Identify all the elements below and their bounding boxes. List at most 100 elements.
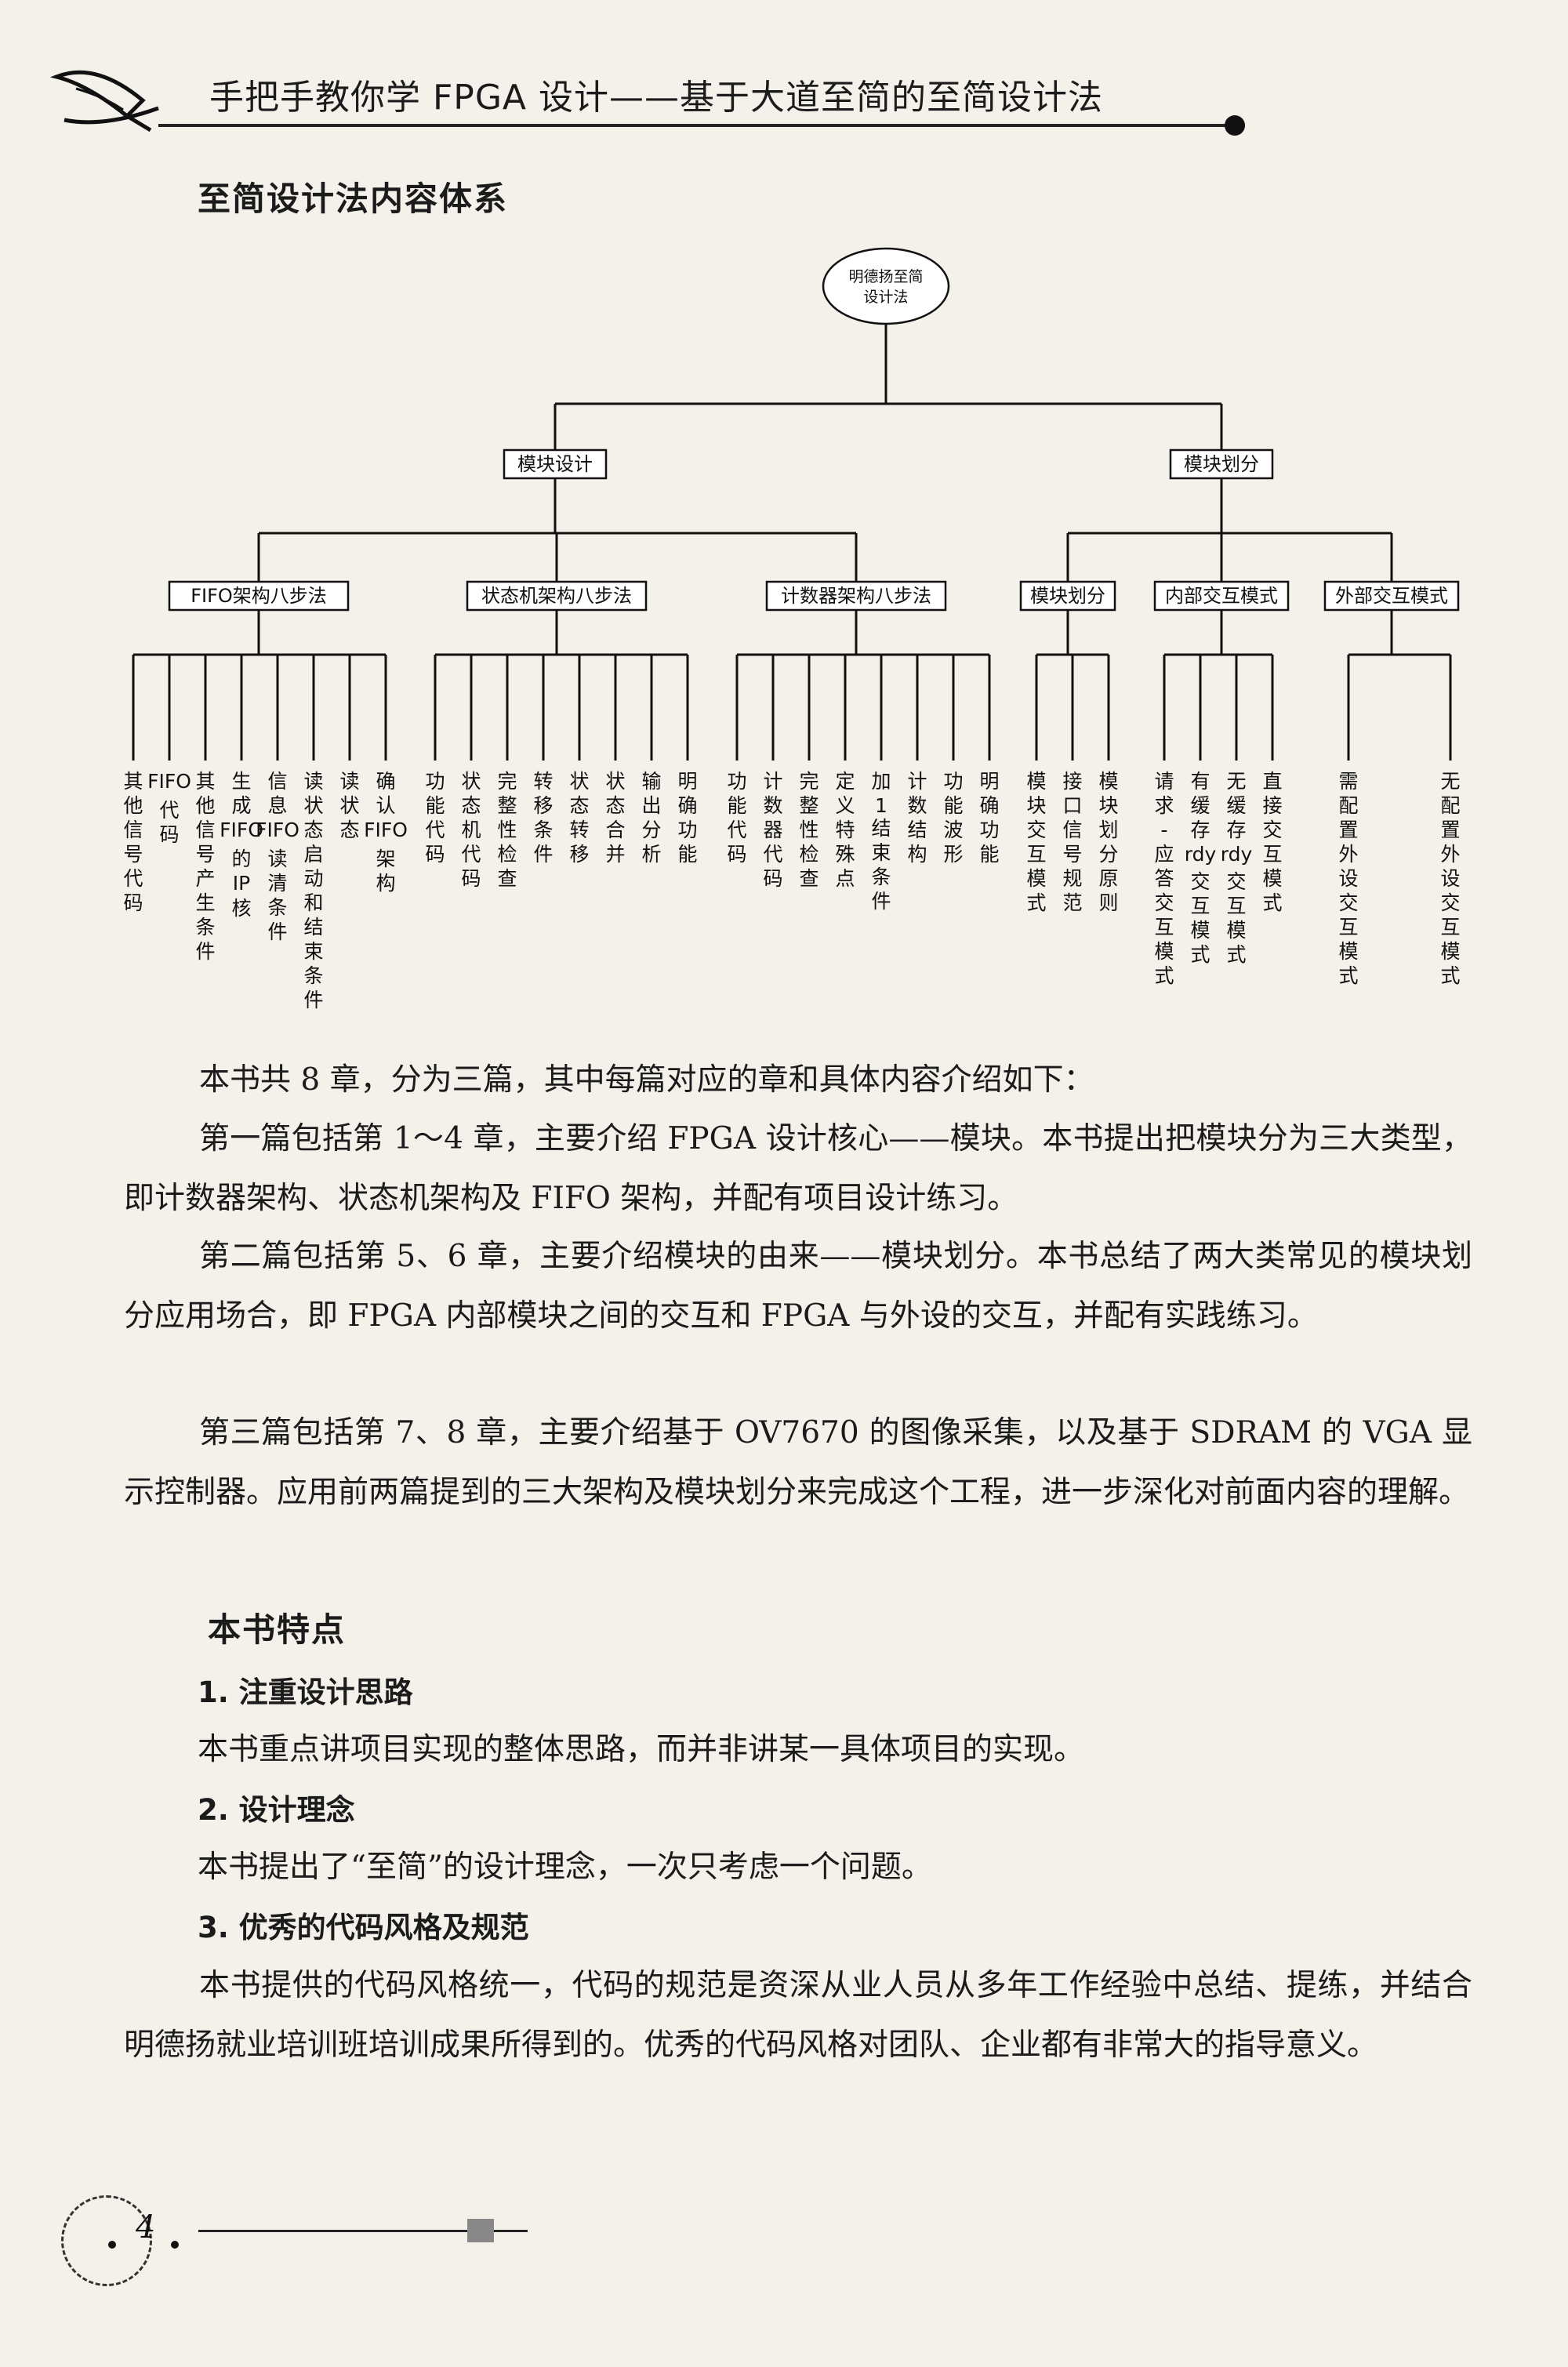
leaf-label-glyph: 配 — [1338, 794, 1358, 817]
leaf-label-glyph: 功 — [943, 770, 963, 793]
leaf-label-glyph: 移 — [533, 794, 553, 817]
leaf-label-glyph: 交 — [1262, 819, 1282, 841]
leaf-label-glyph: 功 — [677, 819, 697, 841]
leaf-label-glyph: 能 — [943, 794, 963, 817]
leaf-label-glyph: 认 — [376, 794, 395, 817]
leaf-label-glyph: 信 — [123, 819, 143, 841]
root-node-label: 设计法 — [863, 289, 908, 306]
leaf-label-glyph: 互 — [1026, 843, 1046, 866]
level1-node — [1169, 448, 1274, 480]
leaf-label-glyph: 性 — [497, 819, 517, 841]
leaf-label-glyph: 代 — [461, 843, 481, 866]
leaf-label-glyph: 能 — [425, 794, 445, 817]
leaf-label-glyph: 号 — [195, 843, 215, 866]
page-number-square — [467, 2219, 494, 2242]
leaf-label-glyph: 和 — [303, 891, 323, 914]
leaf-label-glyph: 出 — [641, 794, 661, 817]
intro-paragraph: 本书共 8 章，分为三篇，其中每篇对应的章和具体内容介绍如下： — [199, 1062, 1094, 1098]
level2-node — [1153, 580, 1290, 612]
feature-body-1: 本书重点讲项目实现的整体思路，而并非讲某一具体项目的实现。 — [198, 1732, 1085, 1767]
leaf-label-glyph: 码 — [727, 843, 746, 866]
leaf-label-glyph: 状 — [605, 770, 625, 793]
level2-node — [765, 580, 947, 612]
leaf-label-glyph: 分 — [1098, 843, 1118, 866]
leaf-label-glyph: 束 — [303, 940, 323, 963]
leaf-label-glyph: 结 — [871, 817, 891, 840]
leaf-label-glyph: 他 — [123, 794, 143, 817]
leaf-label-glyph: 信 — [1062, 819, 1082, 841]
leaf-label-glyph: 转 — [569, 819, 589, 841]
leaf-label-glyph: 号 — [1062, 843, 1082, 866]
leaf-label-glyph: 态 — [605, 794, 625, 817]
leaf-label-glyph: 功 — [727, 770, 746, 793]
leaf-label-glyph: 输 — [641, 770, 661, 793]
leaf-label-glyph: 号 — [123, 843, 143, 866]
leaf-label-glyph: 功 — [979, 819, 999, 841]
leaf-label-glyph: 态 — [461, 794, 481, 817]
leaf-label-glyph: 检 — [799, 843, 818, 866]
leaf-label-glyph: 其 — [123, 770, 143, 793]
leaf-label-glyph: 件 — [195, 940, 215, 963]
pen-logo-icon — [49, 70, 159, 132]
leaf-label-glyph: 器 — [763, 819, 782, 841]
leaf-label-glyph: 能 — [979, 843, 999, 866]
leaf-label-glyph: 代 — [123, 867, 143, 890]
leaf-label-glyph: 交 — [1440, 891, 1460, 914]
leaf-label-glyph: FIFO — [364, 819, 408, 841]
leaf-label-glyph: 请 — [1154, 770, 1174, 793]
leaf-label-glyph: 信 — [195, 819, 215, 841]
page-number: 4 — [136, 2209, 156, 2245]
leaf-label-glyph: - — [1160, 819, 1167, 841]
leaf-label-glyph: 模 — [1338, 940, 1358, 963]
leaf-label-glyph: 机 — [461, 819, 481, 841]
leaf-label-glyph: 码 — [763, 867, 782, 890]
page-number-bullet-left — [108, 2241, 116, 2249]
leaf-label-glyph: FIFO — [220, 819, 263, 841]
leaf-label-glyph: 整 — [497, 794, 517, 817]
leaf-label-glyph: 式 — [1226, 943, 1246, 966]
leaf-label-glyph: 式 — [1440, 964, 1460, 987]
level2-node — [1019, 580, 1116, 612]
leaf-label-glyph: 件 — [303, 989, 323, 1011]
leaf-label-glyph: 有 — [1190, 770, 1210, 793]
leaf-label-glyph: 模 — [1026, 867, 1046, 890]
leaf-label-glyph: 明 — [979, 770, 999, 793]
leaf-label-glyph: 件 — [533, 843, 553, 866]
leaf-label-glyph: 外 — [1440, 843, 1460, 866]
leaf-label-glyph: 动 — [303, 867, 323, 890]
leaf-label-glyph: 互 — [1154, 916, 1174, 938]
leaf-label-glyph: 定 — [835, 770, 855, 793]
leaf-label-glyph: 模 — [1098, 770, 1118, 793]
leaf-label-glyph: 模 — [1226, 919, 1246, 942]
leaf-label-glyph: 代 — [425, 819, 445, 841]
leaf-label-glyph: 式 — [1262, 891, 1282, 914]
leaf-label-glyph: 码 — [425, 843, 445, 866]
leaf-label-glyph: 状 — [461, 770, 481, 793]
leaf-label-glyph: 代 — [159, 799, 179, 822]
leaf-label-glyph: 态 — [303, 819, 323, 841]
leaf-label-glyph: 置 — [1440, 819, 1460, 841]
leaf-label-glyph: rdy — [1185, 843, 1217, 866]
leaf-label-glyph: 查 — [799, 867, 818, 890]
leaf-label-glyph: 应 — [1154, 843, 1174, 866]
leaf-label-glyph: 移 — [569, 843, 589, 866]
leaf-label-glyph: 交 — [1026, 819, 1046, 841]
leaf-label-glyph: 1 — [875, 794, 887, 817]
leaf-label-glyph: 答 — [1154, 867, 1174, 890]
leaf-label-glyph: 整 — [799, 794, 818, 817]
page-number-rule — [198, 2230, 528, 2232]
leaf-label-glyph: 式 — [1026, 891, 1046, 914]
level2-node-label: 计数器架构八步法 — [781, 585, 931, 607]
leaf-label-glyph: 件 — [871, 890, 891, 913]
features-title: 本书特点 — [208, 1610, 347, 1649]
leaf-label-glyph: 析 — [641, 843, 661, 866]
level1-node-label: 模块划分 — [1184, 453, 1259, 475]
header-dot — [1225, 115, 1245, 136]
leaf-label-glyph: 状 — [569, 770, 589, 793]
leaf-label-glyph: 规 — [1062, 867, 1082, 890]
leaf-label-glyph: 接 — [1062, 770, 1082, 793]
leaf-label-glyph: FIFO — [256, 819, 299, 841]
leaf-label-glyph: 设 — [1440, 867, 1460, 890]
leaf-label-glyph: 代 — [727, 819, 746, 841]
leaf-label-glyph: 结 — [303, 916, 323, 938]
